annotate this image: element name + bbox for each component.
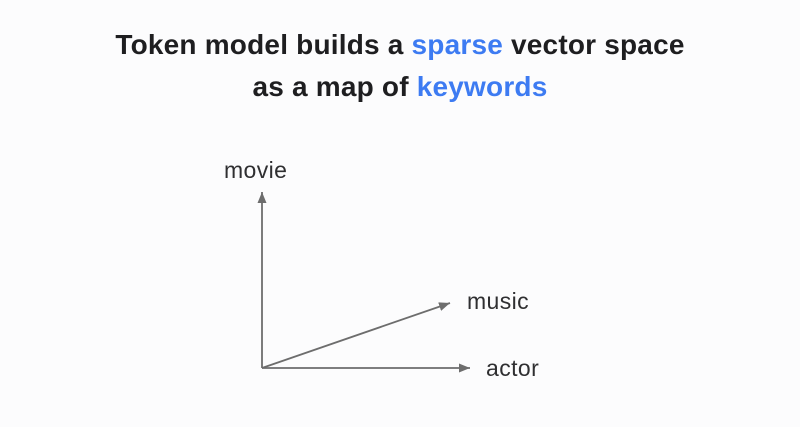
title-segment: Token model builds a — [115, 29, 412, 60]
title-line-2: as a map of keywords — [0, 66, 800, 108]
axis-label-music: music — [467, 288, 530, 314]
title-segment: vector space — [503, 29, 685, 60]
axis-label-movie: movie — [224, 157, 288, 183]
axis-label-actor: actor — [486, 355, 540, 381]
title-line-1: Token model builds a sparse vector space — [0, 24, 800, 66]
title-highlight-sparse: sparse — [411, 29, 504, 60]
music-vector-arrow — [261, 302, 451, 369]
page-title: Token model builds a sparse vector space… — [0, 24, 800, 108]
title-segment: as a map of — [252, 71, 417, 102]
title-highlight-keywords: keywords — [416, 71, 548, 102]
